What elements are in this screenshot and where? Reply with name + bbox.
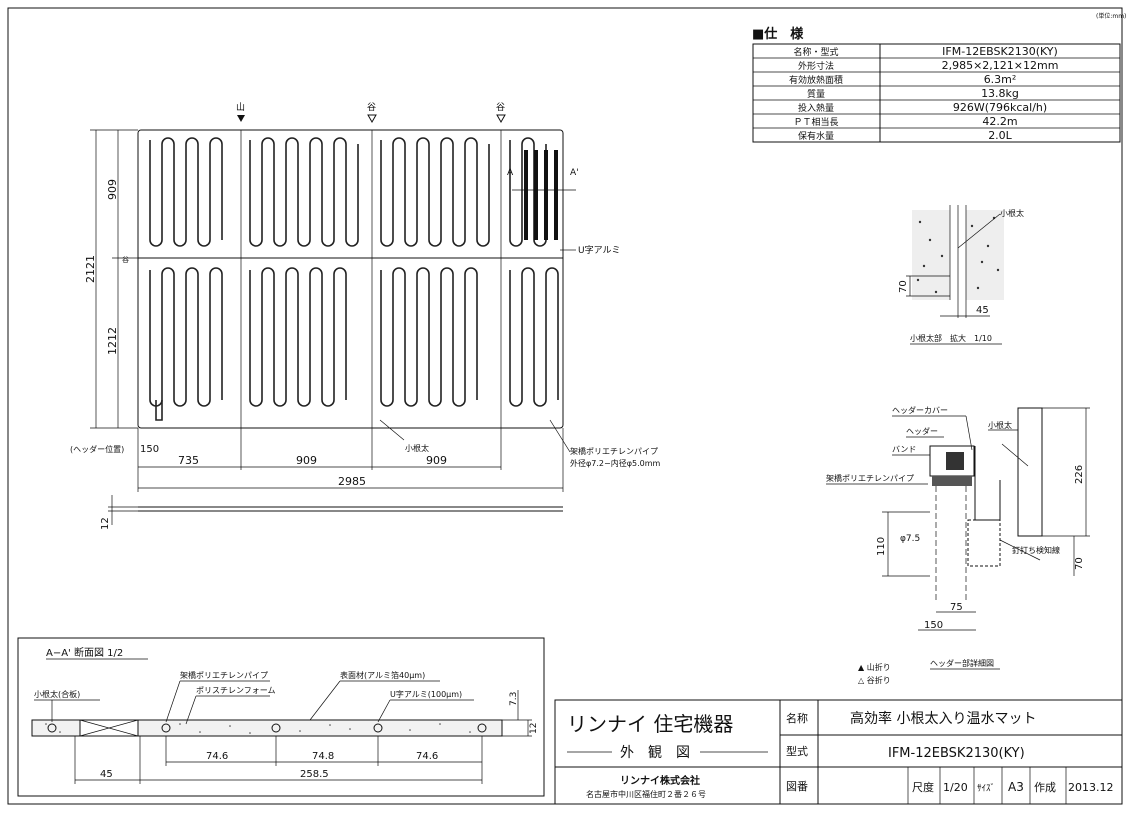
konetai-label: 小根太 xyxy=(405,443,429,453)
dim-735: 735 xyxy=(178,454,199,467)
title-block: リンナイ 住宅機器 外 観 図 リンナイ株式会社 名古屋市中川区福住町２番２６号… xyxy=(554,699,1123,805)
section-dim-74-6b: 74.6 xyxy=(416,751,438,762)
spec-value: IFM-12EBSK2130(KY) xyxy=(942,45,1058,58)
header-position-label: (ヘッダー位置) xyxy=(70,444,124,454)
section-dim-12: 12 xyxy=(529,723,539,734)
header-dim-226: 226 xyxy=(1074,465,1085,484)
u-alumi-region xyxy=(524,150,558,240)
company-name: リンナイ株式会社 xyxy=(620,774,700,787)
spec-value: 6.3m² xyxy=(984,73,1017,86)
section-mark-a2: A' xyxy=(570,168,579,178)
sheet-border xyxy=(7,7,1123,805)
nail-detect-label: 釘打ち検知線 xyxy=(1012,545,1060,555)
konetai-detail-label: 小根太 xyxy=(1000,208,1024,218)
scale-label: 尺度 xyxy=(912,780,934,794)
made-date: 2013.12 xyxy=(1068,781,1114,794)
spec-label: 質量 xyxy=(807,88,825,100)
phi-label: φ7.5 xyxy=(900,534,920,544)
mat-outline xyxy=(137,129,564,429)
dim-height-total: 2121 xyxy=(84,255,97,283)
fold-mark-valley: 谷 xyxy=(367,102,376,113)
dim-909b: 909 xyxy=(426,454,447,467)
section-pipe-label: 架橋ポリエチレンパイプ xyxy=(180,670,268,680)
section-dim-7-3: 7.3 xyxy=(509,692,519,706)
header-konetai-label: 小根太 xyxy=(988,420,1012,430)
spec-label: 保有水量 xyxy=(798,130,834,142)
header-pipe-label: 架橋ポリエチレンパイプ xyxy=(826,473,914,483)
section-dim-45: 45 xyxy=(100,769,113,780)
name-value: 高効率 小根太入り温水マット xyxy=(850,710,1036,727)
spec-title: ■仕 様 xyxy=(752,26,804,42)
legend-mountain: ▲ 山折り xyxy=(858,662,891,672)
konetai-dim-45: 45 xyxy=(976,305,989,316)
name-label: 名称 xyxy=(786,711,808,725)
section-u-alumi-label: U字アルミ(100μm) xyxy=(390,689,462,699)
dim-150: 150 xyxy=(140,444,159,455)
spec-value: 2.0L xyxy=(988,129,1012,142)
konetai-caption: 小根太部 拡大 1/10 xyxy=(910,333,992,343)
dim-2985: 2985 xyxy=(338,475,366,488)
band-label: バンド xyxy=(892,445,916,454)
section-dim-74-6a: 74.6 xyxy=(206,751,228,762)
section-dim-74-8: 74.8 xyxy=(312,751,334,762)
dim-thickness: 12 xyxy=(100,517,111,530)
size-value: A3 xyxy=(1008,780,1024,794)
konetai-dim-70: 70 xyxy=(898,280,909,293)
pipe-dims: 外径φ7.2−内径φ5.0mm xyxy=(570,458,660,468)
header-dim-70: 70 xyxy=(1074,557,1085,570)
fold-mark-mountain: 山 xyxy=(236,102,245,113)
u-alumi-label: U字アルミ xyxy=(578,244,621,256)
unit-note: (単位:mm) xyxy=(1096,12,1126,20)
spec-label: 有効放熱面積 xyxy=(789,74,843,86)
header-dim-75: 75 xyxy=(950,602,963,613)
spec-value: 2,985×2,121×12mm xyxy=(942,59,1059,72)
made-label: 作成 xyxy=(1034,781,1056,794)
section-surface-label: 表面材(アルミ箔40μm) xyxy=(340,670,425,680)
spec-label: 名称・型式 xyxy=(793,46,838,58)
section-foam-label: ポリスチレンフォーム xyxy=(196,686,276,695)
pipe-label: 架橋ポリエチレンパイプ xyxy=(570,446,658,456)
spec-value: 42.2m xyxy=(982,115,1017,128)
scale-value: 1/20 xyxy=(943,781,968,794)
heating-pipe-pattern xyxy=(149,137,559,421)
spec-label: ＰＴ相当長 xyxy=(793,116,838,128)
konetai-detail: 小根太 70 45 小根太部 拡大 1/10 xyxy=(898,205,1024,345)
header-label: ヘッダー xyxy=(906,426,938,436)
section-frame xyxy=(17,637,545,797)
dim-height-bottom: 1212 xyxy=(106,327,119,355)
size-label: ｻｲｽﾞ xyxy=(977,783,995,794)
company-address: 名古屋市中川区福住町２番２６号 xyxy=(586,789,706,799)
spec-table: ■仕 様 名称・型式 IFM-12EBSK2130(KY) 外形寸法 2,985… xyxy=(752,26,1121,143)
dim-909a: 909 xyxy=(296,454,317,467)
header-detail-caption: ヘッダー部詳細図 xyxy=(930,658,994,668)
section-mark-a: A xyxy=(507,168,514,178)
dim-height-top: 909 xyxy=(106,179,119,200)
fold-mark-valley: 谷 xyxy=(496,102,505,113)
spec-label: 投入熱量 xyxy=(798,102,834,114)
model-value: IFM-12EBSK2130(KY) xyxy=(888,746,1025,761)
spec-label: 外形寸法 xyxy=(798,60,834,72)
header-dim-150: 150 xyxy=(924,620,943,631)
header-cover-label: ヘッダーカバー xyxy=(892,405,948,415)
section-view: A−A' 断面図 1/2 小根太(合板) 架橋ポリエチレンパイプ ポリスチレンフ… xyxy=(17,637,545,797)
title-block-frame xyxy=(554,699,1123,805)
spec-table-frame xyxy=(752,43,1121,143)
header-dim-110: 110 xyxy=(876,537,887,556)
drawing-type: 外 観 図 xyxy=(620,744,690,761)
section-konetai-label: 小根太(合板) xyxy=(34,689,80,699)
spec-value: 13.8kg xyxy=(981,87,1019,100)
section-dim-258-5: 258.5 xyxy=(300,769,329,780)
spec-value: 926W(796kcal/h) xyxy=(953,101,1047,114)
model-label: 型式 xyxy=(786,744,808,758)
drawing-number-label: 図番 xyxy=(786,780,808,793)
section-title: A−A' 断面図 1/2 xyxy=(46,646,123,659)
side-fold-mark: 谷 xyxy=(122,255,129,264)
mat-plan-view: 山 谷 谷 xyxy=(70,102,660,530)
header-detail: 226 小根太 ヘッダーカバー ヘッダー バンド 架橋ポリエチレンパイプ φ7.… xyxy=(826,405,1090,670)
brand-title: リンナイ 住宅機器 xyxy=(567,712,733,736)
legend-valley: △ 谷折り xyxy=(858,675,891,685)
